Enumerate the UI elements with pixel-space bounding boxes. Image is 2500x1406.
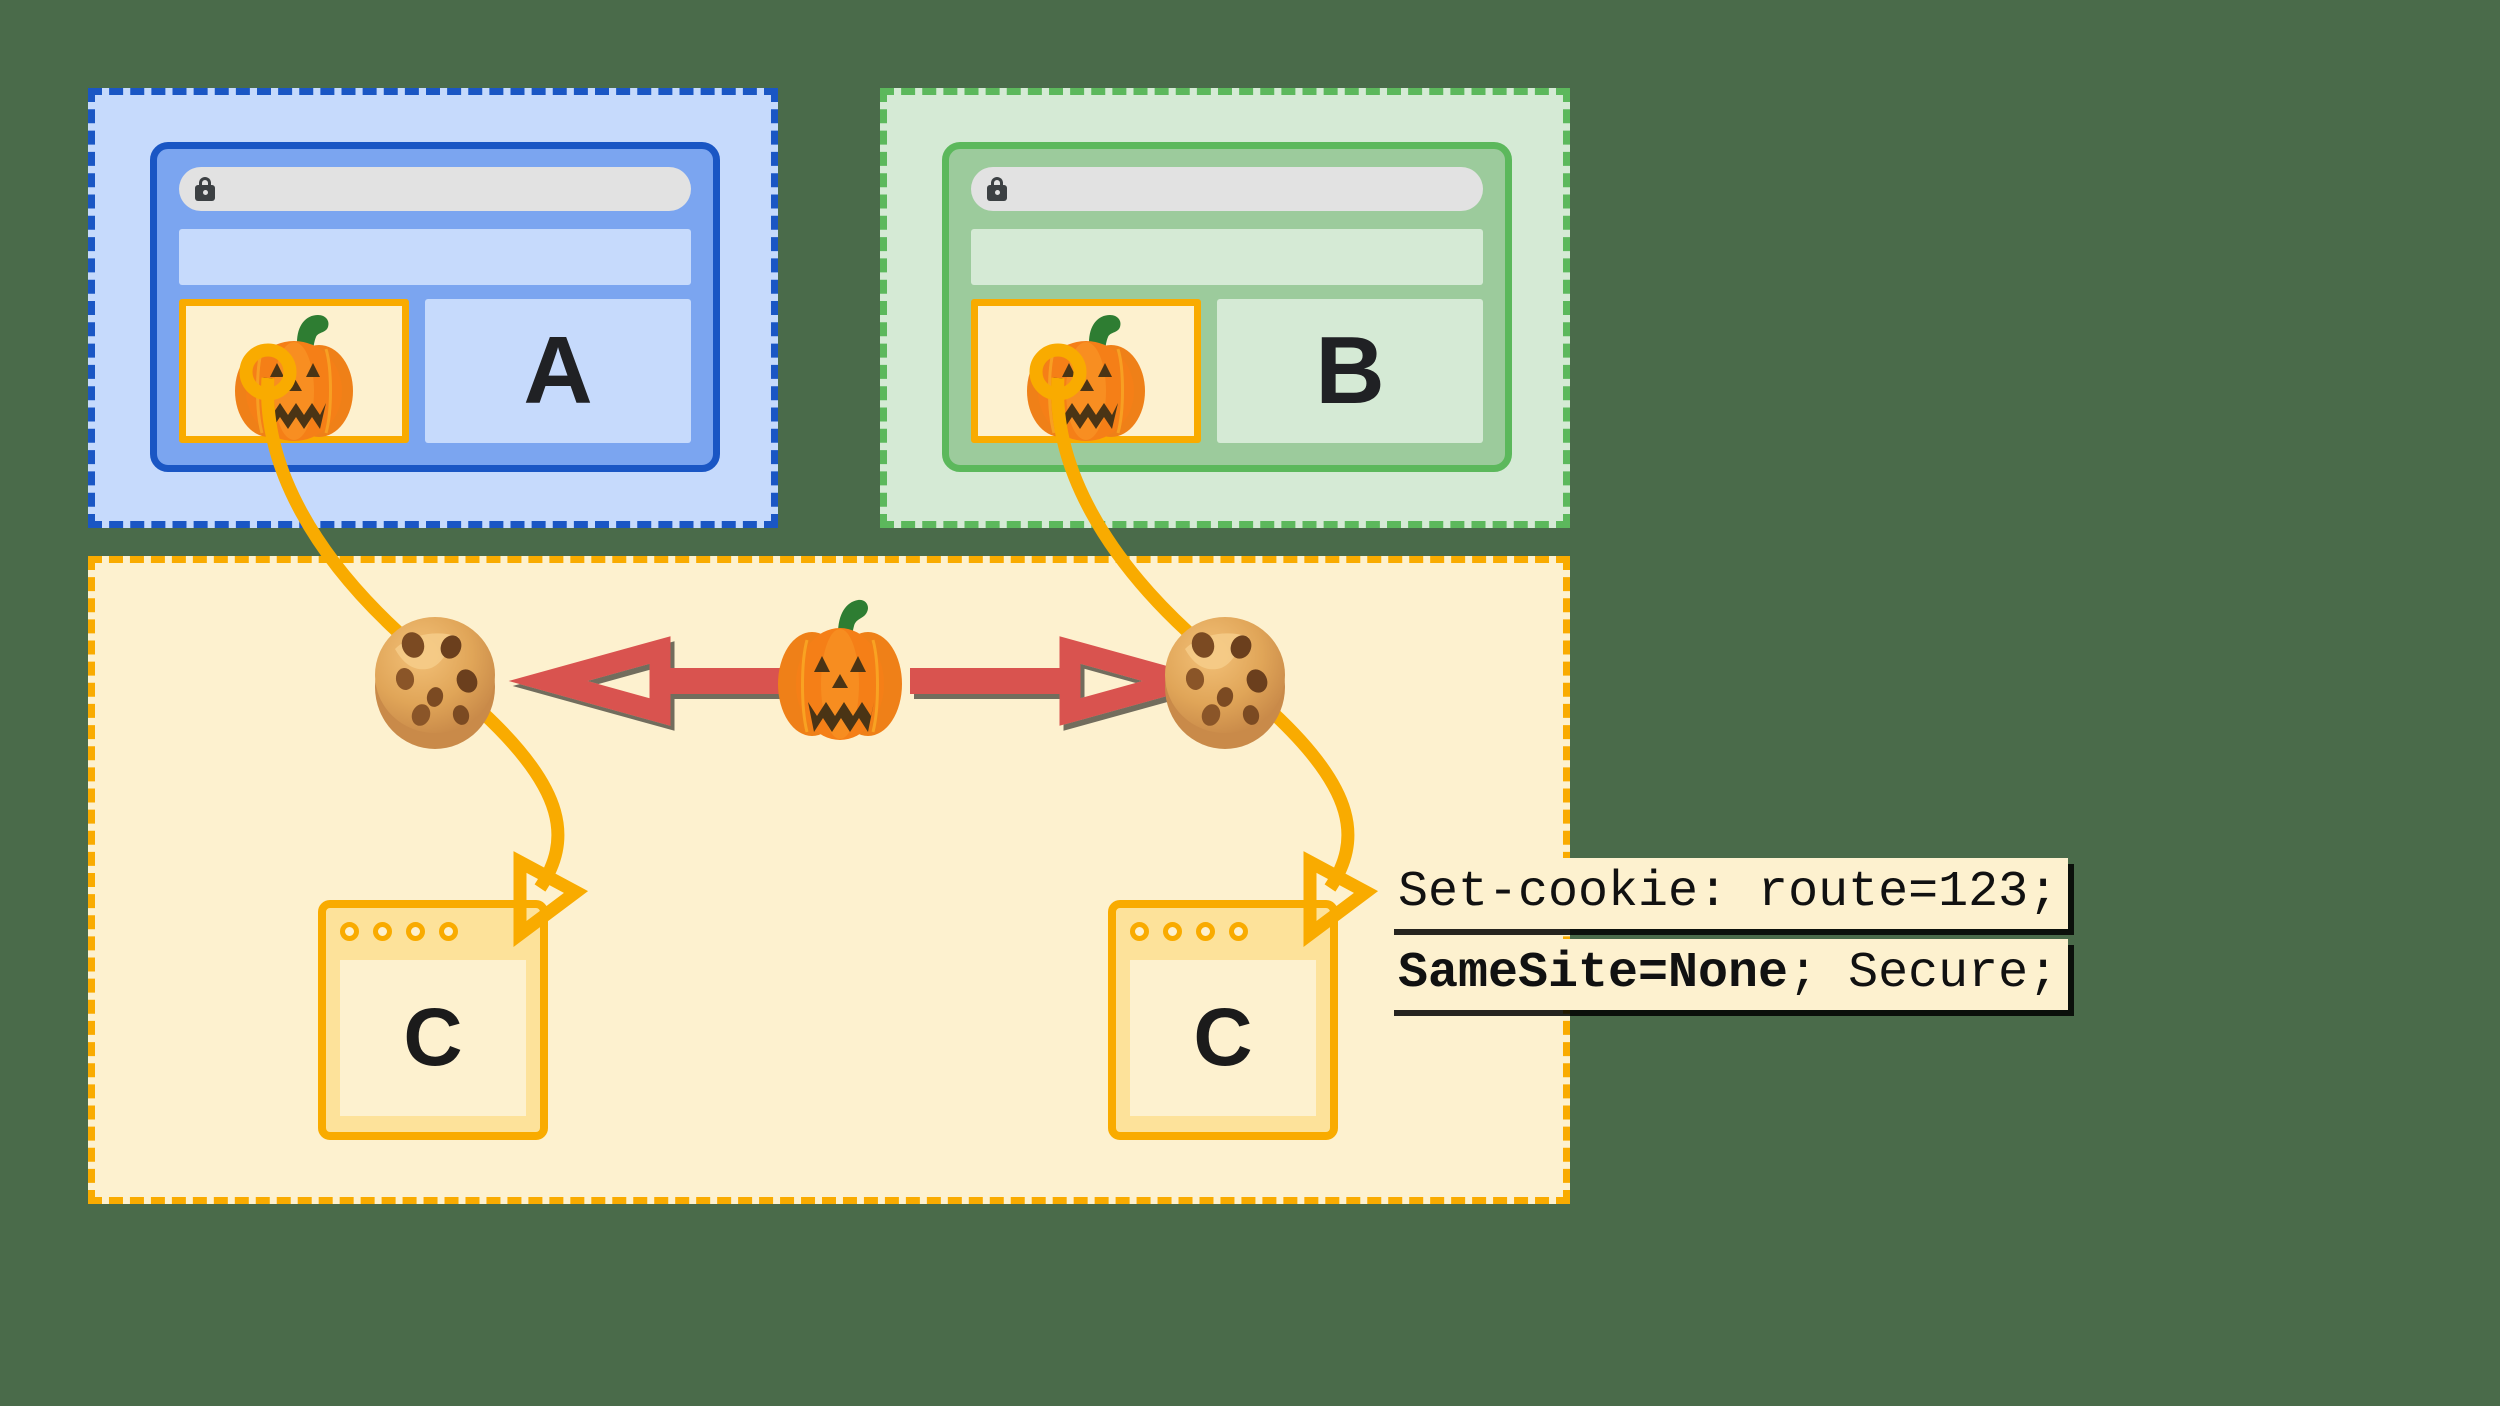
- pumpkin-icon: [1027, 314, 1145, 441]
- page-header-strip-b: [971, 229, 1483, 285]
- browser-window-b[interactable]: B: [942, 142, 1512, 472]
- site-label-b: B: [1315, 317, 1385, 424]
- server-label: C: [403, 992, 463, 1083]
- zone-site-c: [88, 556, 1570, 1204]
- browser-window-a[interactable]: A: [150, 142, 720, 472]
- server-screen: C: [1130, 960, 1316, 1116]
- server-dots: [1130, 922, 1248, 941]
- pumpkin-icon: [235, 314, 353, 441]
- embedded-frame-a[interactable]: [179, 299, 409, 443]
- secure-token: ; Secure;: [1788, 945, 2059, 1002]
- server-c-left[interactable]: C: [318, 900, 548, 1140]
- set-cookie-label: Set-cookie: route=123; SameSite=None; Se…: [1388, 858, 2069, 1010]
- address-bar-b[interactable]: [971, 167, 1483, 211]
- embedded-frame-b[interactable]: [971, 299, 1201, 443]
- server-c-right[interactable]: C: [1108, 900, 1338, 1140]
- lock-icon: [987, 177, 1007, 201]
- server-screen: C: [340, 960, 526, 1116]
- site-label-a: A: [523, 317, 593, 424]
- page-content-b: B: [1217, 299, 1483, 443]
- page-content-a: A: [425, 299, 691, 443]
- address-bar-a[interactable]: [179, 167, 691, 211]
- lock-icon: [195, 177, 215, 201]
- server-label: C: [1193, 992, 1253, 1083]
- samesite-none-token: SameSite=None: [1398, 945, 1789, 1002]
- page-header-strip-a: [179, 229, 691, 285]
- set-cookie-line-2: SameSite=None; Secure;: [1388, 939, 2069, 1010]
- set-cookie-line-1: Set-cookie: route=123;: [1388, 858, 2069, 929]
- server-dots: [340, 922, 458, 941]
